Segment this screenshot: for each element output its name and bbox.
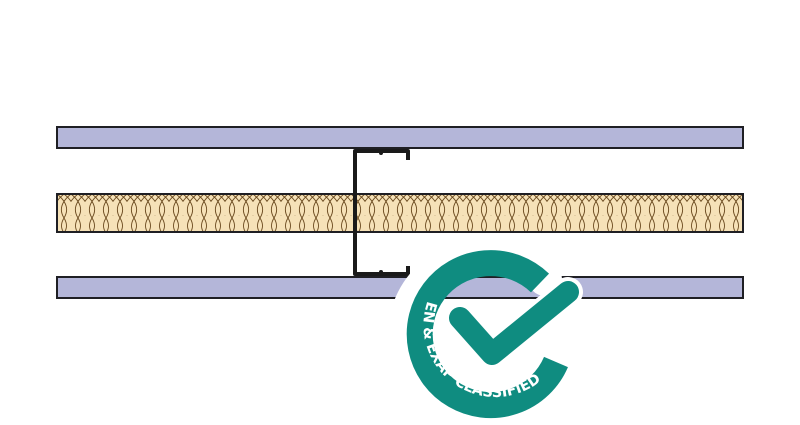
steel-stud xyxy=(353,149,410,276)
top-board xyxy=(56,126,744,149)
insulation-layer xyxy=(56,193,744,233)
stud-fixing xyxy=(379,151,383,155)
stud-fixing-bottom xyxy=(379,270,383,274)
